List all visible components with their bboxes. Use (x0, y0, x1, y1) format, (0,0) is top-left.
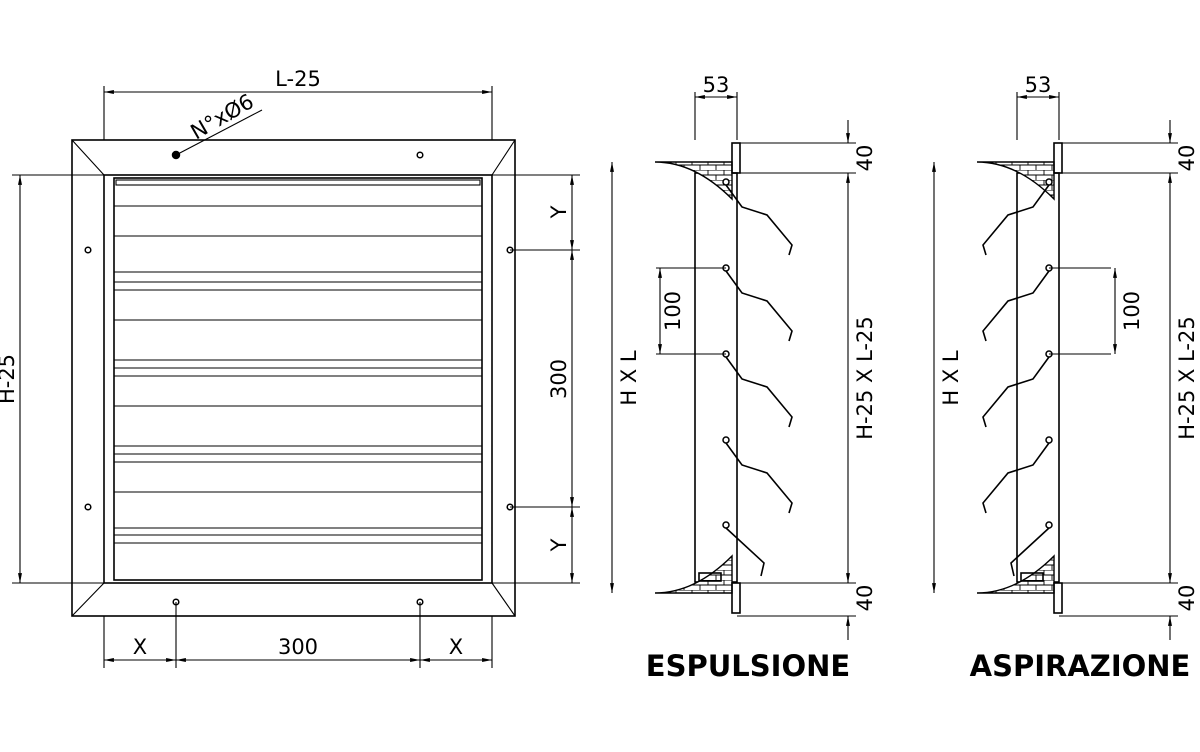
fixing-hole (84, 503, 92, 511)
louver-blades (114, 179, 482, 544)
frame-profile (1053, 582, 1063, 614)
blade-top (115, 179, 481, 186)
frame-mitre-lines (71, 139, 516, 617)
bottom-gap-label: 40 (853, 585, 877, 612)
frame-section (694, 172, 738, 583)
depth-label: 53 (1025, 73, 1052, 97)
right-dim-top: Y (547, 205, 571, 219)
blade-profile (725, 527, 765, 577)
fixing-holes (84, 150, 514, 606)
title-aspirazione: ASPIRAZIONE (970, 649, 1191, 683)
blade-profile (982, 184, 1050, 256)
title-espulsione: ESPULSIONE (646, 649, 850, 683)
wall-hatch (976, 161, 1055, 201)
bottom-profile (698, 572, 722, 582)
bottom-dim-middle: 300 (278, 635, 318, 659)
blade-profile (725, 442, 793, 514)
holes-label: N°xØ6 (187, 89, 258, 144)
inner-size-label: H-25 X L-25 (1175, 316, 1199, 439)
front-view: L-25 H-25 N°xØ6 Y 300 Y X 300 X (0, 67, 580, 668)
frame-profile (1053, 142, 1063, 174)
blade-hinge-icon (1045, 436, 1053, 444)
blade-hinge-icon (722, 178, 730, 186)
bottom-dim-left: X (133, 635, 147, 659)
right-dim-bottom: Y (547, 538, 571, 552)
frame-profile (731, 142, 741, 174)
blade-profile (982, 442, 1050, 514)
depth-label: 53 (703, 73, 730, 97)
right-dim-middle: 300 (547, 359, 571, 399)
frame-section (1016, 172, 1060, 583)
wall-hatch (654, 554, 733, 594)
bottom-profile (1020, 572, 1044, 582)
frame-profile (731, 582, 741, 614)
blade-hinge-icon (722, 521, 730, 529)
fixing-hole (416, 151, 424, 159)
bottom-dim-right: X (449, 635, 463, 659)
blade-hinge-icon (1045, 521, 1053, 529)
blade-pitch-label: 100 (661, 291, 685, 331)
wall-hatch (654, 161, 733, 201)
outer-frame (71, 139, 516, 617)
blade-profile (725, 270, 793, 342)
blade-hinge-icon (722, 436, 730, 444)
inner-size-label: H-25 X L-25 (853, 316, 877, 439)
height-label: H-25 (0, 354, 19, 404)
top-gap-label: 40 (1175, 145, 1199, 172)
width-label: L-25 (275, 67, 321, 91)
wall-hatch (976, 554, 1055, 594)
bottom-gap-label: 40 (1175, 585, 1199, 612)
blade-profile (725, 356, 793, 428)
blade-profile (982, 270, 1050, 342)
holes-leader (175, 109, 263, 156)
blade-profile (982, 356, 1050, 428)
fixing-hole (84, 246, 92, 254)
outer-size-label: H X L (617, 350, 641, 406)
outer-size-label: H X L (939, 350, 963, 406)
inner-opening (103, 174, 493, 584)
blade-profile (725, 184, 793, 256)
blade-pitch-label: 100 (1120, 291, 1144, 331)
top-gap-label: 40 (853, 145, 877, 172)
louver-panel (113, 177, 483, 581)
blade-hinge-icon (1045, 178, 1053, 186)
blade-profile (1010, 527, 1050, 577)
